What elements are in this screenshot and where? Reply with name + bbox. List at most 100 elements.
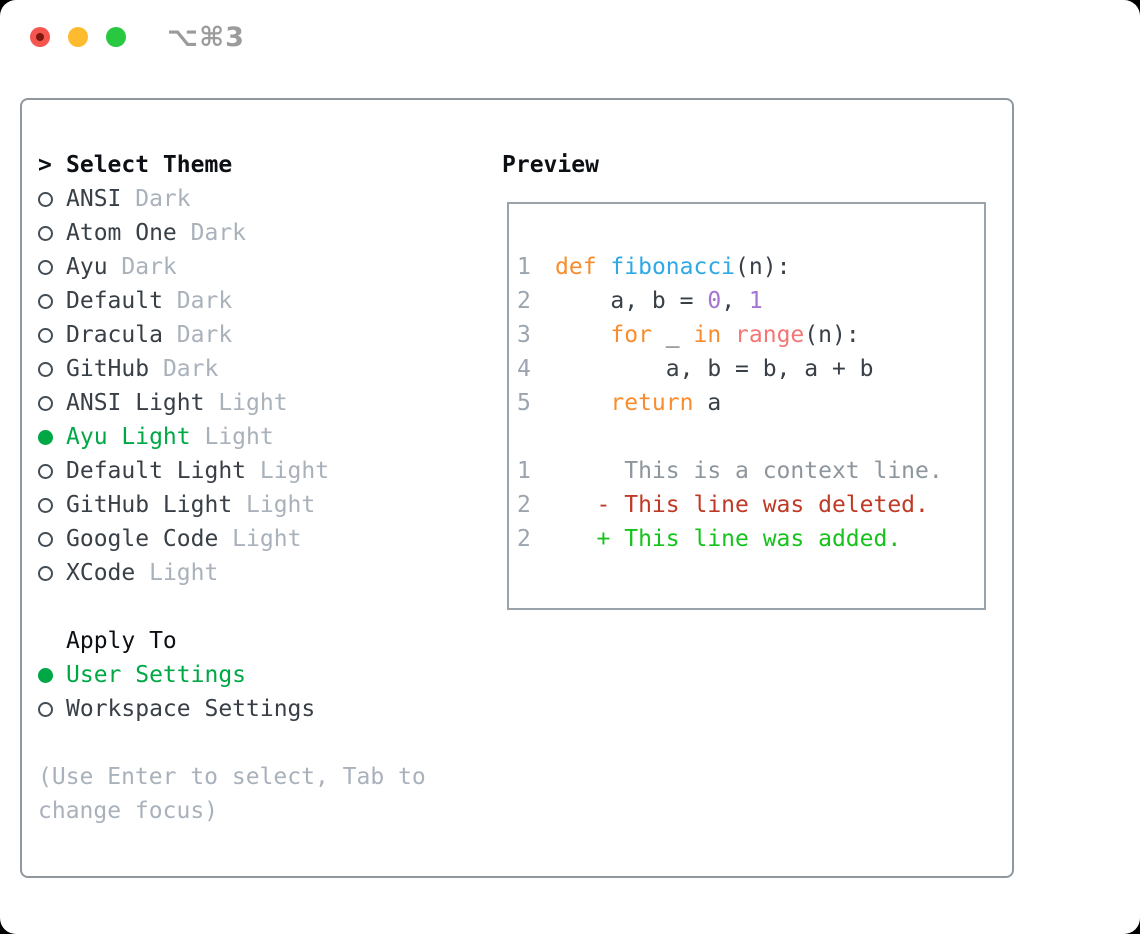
- close-modified-dot-icon: [36, 33, 44, 41]
- preview-heading: Preview: [502, 148, 986, 182]
- code-segment: [721, 322, 735, 348]
- theme-variant: Light: [232, 492, 316, 518]
- radio-slot: [38, 667, 66, 683]
- radio-slot: [38, 327, 66, 343]
- radio-slot: [38, 701, 66, 717]
- code-segment: return: [610, 390, 694, 416]
- spacer: [38, 726, 470, 760]
- zoom-button[interactable]: [106, 27, 126, 47]
- select-theme-heading-label: Select Theme: [66, 152, 233, 178]
- preview-line: 2 a, b = 0, 1: [517, 284, 984, 318]
- close-button[interactable]: [30, 27, 50, 47]
- code-segment: fibonacci: [610, 254, 736, 280]
- theme-variant: Dark: [162, 288, 233, 314]
- apply-to-label: Workspace Settings: [66, 696, 316, 722]
- theme-variant: Dark: [107, 254, 177, 280]
- code-segment: in: [693, 322, 722, 348]
- radio-unselected-icon: [38, 463, 53, 479]
- theme-variant: Light: [190, 424, 274, 450]
- theme-variant: Dark: [149, 356, 219, 382]
- theme-name: Default Light: [66, 458, 247, 484]
- line-number: 4: [517, 356, 531, 382]
- theme-option[interactable]: Ayu Dark: [38, 250, 470, 284]
- code-segment: def: [555, 254, 597, 280]
- code-segment: for: [610, 322, 652, 348]
- titlebar: ⌥⌘3: [0, 0, 1140, 98]
- radio-slot: [38, 259, 66, 275]
- code-segment: a: [693, 390, 722, 416]
- radio-slot: [38, 463, 66, 479]
- theme-option[interactable]: Default Dark: [38, 284, 470, 318]
- preview-line: 5 return a: [517, 386, 984, 420]
- radio-slot: [38, 293, 66, 309]
- radio-unselected-icon: [38, 225, 53, 241]
- radio-slot: [38, 565, 66, 581]
- hint-text: (Use Enter to select, Tab to change focu…: [38, 764, 426, 824]
- theme-variant: Dark: [176, 220, 247, 246]
- radio-slot: [38, 191, 66, 207]
- preview-line: 3 for _ in range(n):: [517, 318, 984, 352]
- theme-variant: Light: [218, 526, 302, 552]
- theme-option[interactable]: ANSI Dark: [38, 182, 470, 216]
- radio-unselected-icon: [38, 361, 53, 377]
- radio-unselected-icon: [38, 191, 53, 207]
- radio-selected-icon: [38, 429, 53, 445]
- code-segment: ,: [721, 288, 749, 314]
- code-segment: - This line was deleted.: [555, 492, 929, 518]
- radio-slot: [38, 225, 66, 241]
- preview-heading-label: Preview: [502, 152, 599, 178]
- spacer: [38, 590, 470, 624]
- radio-unselected-icon: [38, 565, 53, 581]
- radio-slot: [38, 361, 66, 377]
- theme-name: GitHub Light: [66, 492, 233, 518]
- theme-name: Atom One: [66, 220, 177, 246]
- code-segment: 1: [748, 288, 763, 314]
- preview-line: 2 + This line was added.: [517, 522, 984, 556]
- theme-variant: Light: [204, 390, 288, 416]
- theme-name: Google Code: [66, 526, 219, 552]
- code-segment: 0: [707, 288, 722, 314]
- theme-option[interactable]: GitHub Dark: [38, 352, 470, 386]
- apply-to-heading: Apply To: [38, 624, 470, 658]
- code-segment: range: [735, 322, 805, 348]
- theme-option[interactable]: ANSI Light Light: [38, 386, 470, 420]
- code-segment: [597, 254, 611, 280]
- theme-option[interactable]: Ayu Light Light: [38, 420, 470, 454]
- theme-option[interactable]: Dracula Dark: [38, 318, 470, 352]
- apply-to-option[interactable]: Workspace Settings: [38, 692, 470, 726]
- apply-to-option[interactable]: User Settings: [38, 658, 470, 692]
- theme-name: XCode: [66, 560, 136, 586]
- theme-name: Ayu Light: [66, 424, 191, 450]
- theme-variant: Light: [135, 560, 219, 586]
- code-segment: a, b = b, a + b: [555, 356, 874, 382]
- theme-option[interactable]: Google Code Light: [38, 522, 470, 556]
- line-number: 2: [517, 526, 531, 552]
- line-number: 2: [517, 288, 531, 314]
- theme-name: Default: [66, 288, 163, 314]
- theme-option[interactable]: Atom One Dark: [38, 216, 470, 250]
- radio-unselected-icon: [38, 327, 53, 343]
- minimize-button[interactable]: [68, 27, 88, 47]
- theme-name: Ayu: [66, 254, 108, 280]
- theme-variant: Dark: [162, 322, 233, 348]
- focus-caret-icon: >: [38, 152, 52, 178]
- radio-selected-icon: [38, 667, 53, 683]
- line-number: 1: [517, 254, 531, 280]
- radio-slot: [38, 531, 66, 547]
- theme-option[interactable]: Default Light Light: [38, 454, 470, 488]
- radio-slot: [38, 497, 66, 513]
- code-segment: (n):: [804, 322, 860, 348]
- preview-blank-line: [517, 420, 984, 454]
- code-segment: This is a context line.: [555, 458, 943, 484]
- theme-option[interactable]: XCode Light: [38, 556, 470, 590]
- theme-option[interactable]: GitHub Light Light: [38, 488, 470, 522]
- code-segment: [555, 390, 610, 416]
- code-segment: _: [651, 322, 694, 348]
- apply-to-label: User Settings: [66, 662, 247, 688]
